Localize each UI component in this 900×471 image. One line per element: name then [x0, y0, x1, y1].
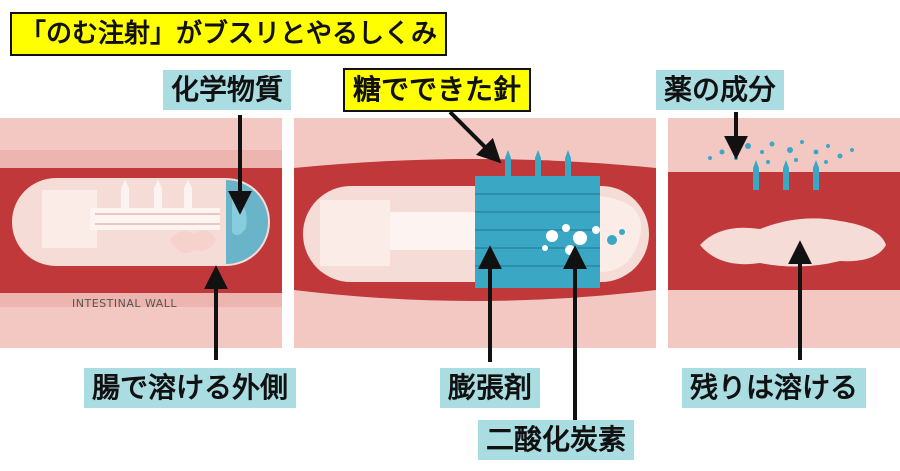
label-expander: 膨張剤: [440, 368, 541, 408]
label-remainder: 残りは溶ける: [682, 368, 867, 408]
label-sugar-needle: 糖でできた針: [343, 68, 532, 112]
panel-2: [294, 118, 656, 348]
co2-bubble: [592, 226, 600, 234]
arrows: [204, 110, 812, 420]
sugar-needle: [565, 158, 571, 180]
panel-1: [0, 118, 282, 348]
diagram-title: 「のむ注射」がブスリとやるしくみ: [10, 12, 448, 56]
sugar-needle: [535, 158, 541, 180]
label-medicine: 薬の成分: [656, 70, 785, 110]
intestinal-wall-label: INTESTINAL WALL: [72, 297, 178, 310]
dissolving-debris: [170, 230, 216, 254]
co2-bubble: [562, 224, 570, 232]
sugar-needle: [505, 158, 511, 180]
co2-bubble: [607, 235, 617, 245]
co2-bubble: [619, 229, 625, 235]
medicine-spike: [753, 168, 759, 190]
medicine-spike: [783, 168, 789, 190]
medicine-spike: [813, 168, 819, 190]
label-outer-shell: 腸で溶ける外側: [84, 368, 297, 408]
co2-bubble: [573, 231, 587, 245]
co2-bubble: [542, 245, 548, 251]
panel-3: [668, 118, 900, 348]
arrow-sugar-needle: [448, 110, 502, 164]
label-chemical: 化学物質: [163, 70, 292, 110]
co2-bubble: [546, 230, 558, 242]
label-co2: 二酸化炭素: [478, 420, 635, 460]
